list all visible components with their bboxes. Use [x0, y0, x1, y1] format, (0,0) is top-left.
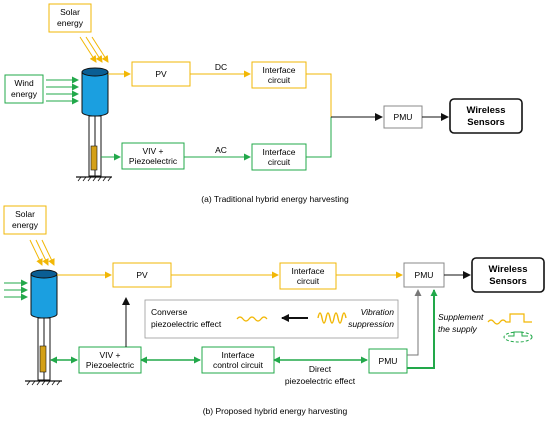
viv-label-b-1: VIV + — [99, 350, 120, 360]
arrow-pmu-pmu-grey — [407, 289, 422, 356]
supplement-label-1: Supplement — [438, 312, 484, 322]
wireless-sensors-box-a — [449, 98, 523, 134]
converse-label-1: Converse — [151, 307, 188, 317]
interface-control-1: Interface — [221, 350, 254, 360]
direct-label-1: Direct — [309, 364, 332, 374]
supply-highlight-icon — [503, 331, 533, 343]
viv-box-a — [121, 142, 185, 170]
interface-control-2: control circuit — [213, 360, 264, 370]
interface-box-top-a — [251, 61, 307, 89]
pv-box-b — [112, 262, 172, 288]
converse-label-2: piezoelectric effect — [151, 319, 222, 329]
supply-waveform-icon — [487, 313, 532, 325]
pv-label-a: PV — [155, 69, 167, 79]
cylinder-b — [25, 269, 62, 386]
large-wave-icon — [317, 312, 347, 324]
ac-label: AC — [215, 145, 227, 155]
viv-box-b — [78, 346, 142, 374]
interface-box-top-b — [279, 262, 337, 290]
cylinder-a — [76, 67, 112, 182]
solar-label-a-1: Solar — [60, 7, 80, 17]
vibration-label-2: suppression — [348, 319, 394, 329]
interface-top-b-1: Interface — [291, 266, 324, 276]
diagram-b: Solar energy — [3, 205, 545, 416]
line-ic-merge-top-a — [306, 73, 332, 117]
solar-label-b-1: Solar — [15, 209, 35, 219]
viv-label-b-2: Piezoelectric — [86, 360, 135, 370]
interface-bottom-a-1: Interface — [262, 147, 295, 157]
vibration-label-1: Vibration — [361, 307, 395, 317]
interface-bottom-a-2: circuit — [268, 157, 291, 167]
solar-energy-box-a — [48, 3, 92, 33]
interface-control-box-b — [201, 346, 275, 374]
wireless-label-a-2: Sensors — [467, 117, 505, 128]
interface-box-bottom-a — [251, 143, 307, 171]
pmu-top-box-b — [403, 262, 445, 288]
pmu-bottom-box-b — [368, 348, 408, 374]
solar-energy-box-b — [3, 205, 47, 235]
sun-rays-b — [29, 239, 55, 266]
arrow-supplement — [407, 289, 438, 369]
diagram-a: Solar energy Wind energy — [4, 3, 523, 204]
solar-label-a-2: energy — [57, 18, 84, 28]
supplement-label-2: the supply — [438, 324, 477, 334]
viv-label-a-1: VIV + — [142, 146, 163, 156]
wind-label-a-2: energy — [11, 89, 38, 99]
pmu-label-a: PMU — [394, 112, 413, 122]
dc-label: DC — [215, 62, 227, 72]
wireless-label-a-1: Wireless — [467, 105, 506, 116]
wireless-label-b-2: Sensors — [489, 276, 527, 287]
pmu-top-label-b: PMU — [415, 270, 434, 280]
interface-top-a-1: Interface — [262, 65, 295, 75]
solar-label-b-2: energy — [12, 220, 39, 230]
interface-top-a-2: circuit — [268, 75, 291, 85]
wind-energy-box-a — [4, 74, 44, 104]
pv-label-b: PV — [136, 270, 148, 280]
small-wave-icon — [236, 316, 268, 322]
wind-arrows-a — [46, 76, 79, 105]
line-ic-merge-bottom-a — [306, 117, 332, 158]
interface-top-b-2: circuit — [297, 276, 320, 286]
viv-label-a-2: Piezoelectric — [129, 156, 178, 166]
caption-b: (b) Proposed hybrid energy harvesting — [203, 406, 348, 416]
caption-a: (a) Traditional hybrid energy harvesting — [201, 194, 349, 204]
pmu-bottom-label-b: PMU — [379, 356, 398, 366]
direct-label-2: piezoelectric effect — [285, 376, 356, 386]
supply-pulse-icon — [508, 331, 528, 337]
wind-label-a-1: Wind — [14, 78, 34, 88]
sun-rays-a — [79, 36, 109, 63]
feedback-box-b — [144, 299, 399, 339]
wind-arrows-b — [4, 279, 28, 301]
wireless-label-b-1: Wireless — [489, 264, 528, 275]
wireless-sensors-box-b — [471, 257, 545, 293]
